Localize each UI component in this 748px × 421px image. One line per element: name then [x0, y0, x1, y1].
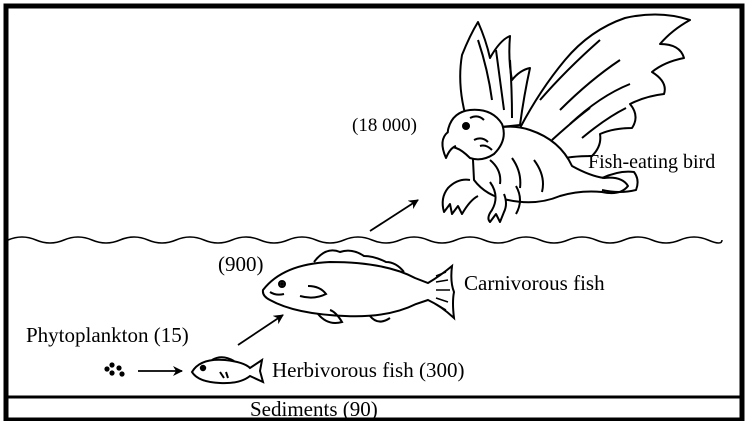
phytoplankton-label: Phytoplankton (15) — [26, 323, 189, 347]
arrow-carnivore-to-bird — [370, 200, 418, 231]
bird-value-label: (18 000) — [352, 115, 417, 136]
phytoplankton-dots-icon — [104, 362, 124, 376]
herbivorous-fish-icon — [192, 357, 263, 383]
carnivorous-fish-icon — [263, 250, 454, 323]
water-surface — [8, 237, 722, 243]
carnivore-name-label: Carnivorous fish — [464, 271, 605, 295]
sediments-label: Sediments (90) — [250, 397, 378, 421]
bird-name-label: Fish-eating bird — [588, 151, 715, 173]
arrow-herbivore-to-carnivore — [238, 315, 283, 345]
carnivore-value-label: (900) — [218, 252, 264, 276]
herbivore-label: Herbivorous fish (300) — [272, 358, 464, 382]
fish-eating-bird-icon — [442, 14, 690, 222]
